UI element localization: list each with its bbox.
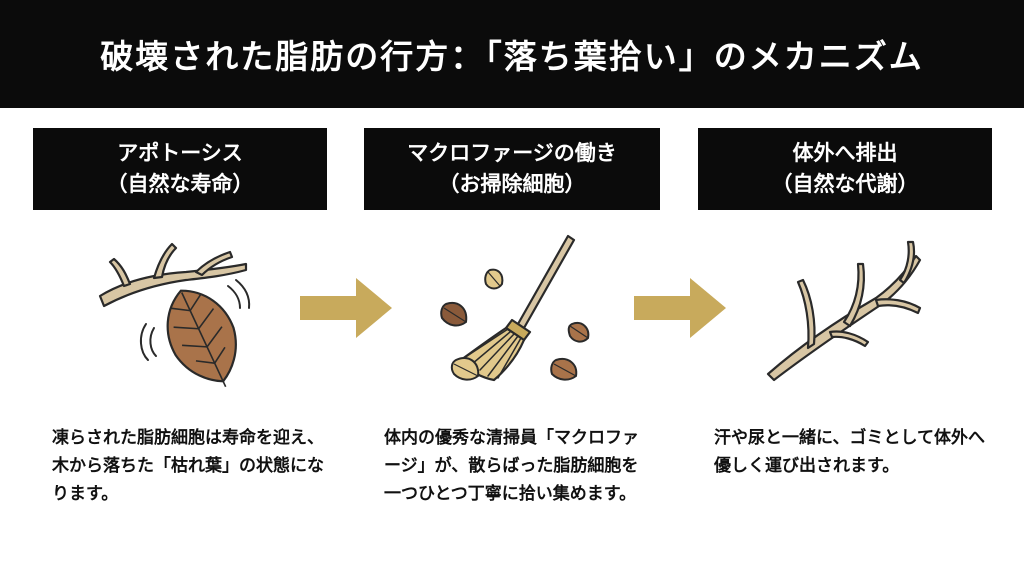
step-title: アポトーシス [117, 141, 243, 165]
step-header-excretion: 体外へ排出 （自然な代謝） [698, 128, 992, 210]
step-subtitle: （お掃除細胞） [438, 172, 586, 196]
step-title: マクロファージの働き [407, 141, 617, 165]
step-header-apoptosis: アポトーシス （自然な寿命） [33, 128, 327, 210]
step-header-macrophage: マクロファージの働き （お掃除細胞） [364, 128, 660, 210]
arrow-right-icon [634, 278, 726, 338]
step-subtitle: （自然な代謝） [771, 172, 919, 196]
broom-sweeping-leaves-icon [440, 234, 590, 382]
title-banner: 破壊された脂肪の行方：「落ち葉拾い」のメカニズム [0, 0, 1024, 108]
arrow-right-icon [300, 278, 392, 338]
step-description-apoptosis: 凍らされた脂肪細胞は寿命を迎え、木から落ちた「枯れ葉」の状態になります。 [52, 428, 324, 504]
bare-branch-icon [766, 240, 922, 382]
step-subtitle: （自然な寿命） [106, 172, 254, 196]
branch-falling-leaf-icon [98, 242, 251, 388]
step-title: 体外へ排出 [792, 141, 898, 165]
page-title: 破壊された脂肪の行方：「落ち葉拾い」のメカニズム [100, 37, 924, 76]
step-description-excretion: 汗や尿と一緒に、ゴミとして体外へ優しく運び出されます。 [714, 428, 985, 476]
step-description-macrophage: 体内の優秀な清掃員「マクロファージ」が、散らばった脂肪細胞を一つひとつ丁寧に拾い… [384, 428, 639, 504]
